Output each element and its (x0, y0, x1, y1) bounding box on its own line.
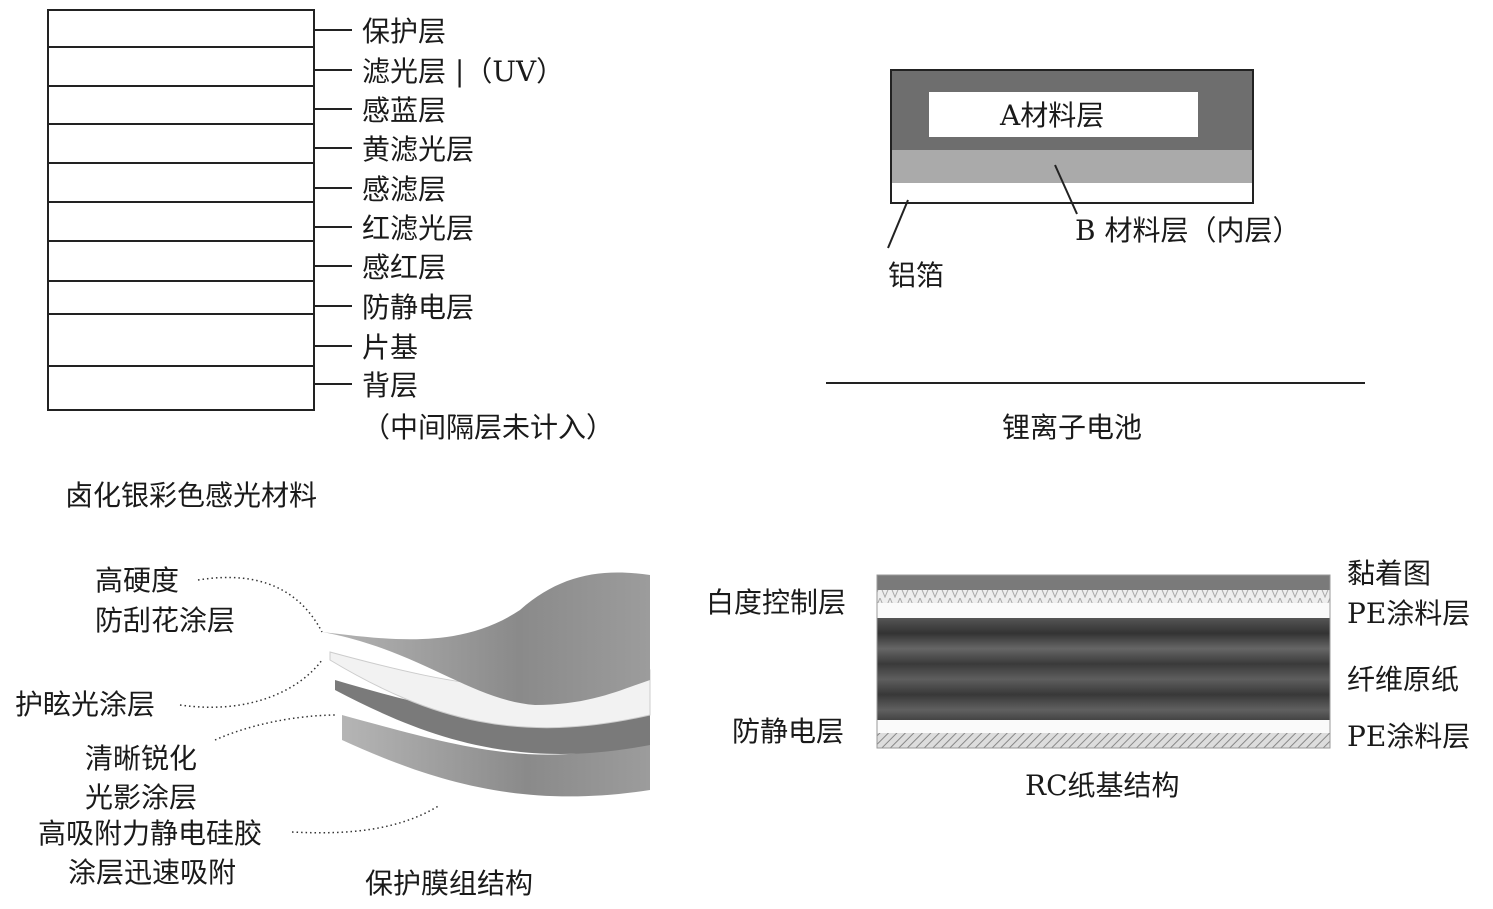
layer-label: 片基 (362, 331, 418, 364)
pe-layer-bottom (877, 720, 1330, 733)
layer-note: （中间隔层未计入） (362, 411, 614, 444)
leader-line (887, 199, 909, 249)
layer-label: 红滤光层 (362, 212, 474, 245)
battery-caption: 锂离子电池 (1002, 411, 1142, 444)
rc-left-label: 白度控制层 (706, 586, 846, 619)
layer-b-band (891, 150, 1253, 183)
protective-film-diagram: 高硬度 防刮花涂层 护眩光涂层 清晰锐化 光影涂层 高吸附力静电硅胶 涂层迅速吸… (15, 564, 651, 900)
rc-paper-caption: RC纸基结构 (1025, 769, 1180, 802)
film-layer-4 (342, 715, 650, 797)
film-label: 清晰锐化 (85, 742, 197, 775)
whiteness-layer (877, 590, 1330, 603)
rc-right-label: PE涂料层 (1347, 720, 1470, 753)
protective-film-caption: 保护膜组结构 (365, 867, 533, 900)
foil-label: 铝箔 (888, 259, 944, 292)
adhesive-layer (877, 575, 1330, 590)
leader-lines (314, 29, 352, 385)
dotted-leaders (179, 576, 441, 834)
layer-label: 黄滤光层 (362, 133, 474, 166)
layer-dividers (48, 46, 314, 367)
foil-band (891, 183, 1253, 203)
layer-label: 防静电层 (362, 291, 474, 324)
layer-label: 感蓝层 (362, 94, 446, 127)
silver-halide-diagram: 保护层 滤光层 |（UV） 感蓝层 黄滤光层 感滤层 红滤光层 感红层 防静电层… (47, 9, 614, 512)
layer-label: 感滤层 (362, 173, 446, 206)
film-label: 防刮花涂层 (95, 604, 235, 637)
pe-layer-top (877, 603, 1330, 618)
rc-paper-diagram: 白度控制层 防静电层 黏着图 PE涂料层 纤维原纸 PE涂料层 RC纸基结构 (706, 557, 1470, 802)
film-label: 护眩光涂层 (15, 688, 155, 721)
layer-label: 感红层 (362, 251, 446, 284)
film-label: 光影涂层 (85, 781, 197, 814)
rc-outline (876, 574, 1331, 749)
film-layer-1 (322, 572, 650, 705)
film-label: 高吸附力静电硅胶 (38, 817, 262, 850)
layer-b-label: B 材料层（内层） (1075, 214, 1300, 247)
layer-label: 保护层 (362, 15, 446, 48)
layer-a-label: A材料层 (999, 99, 1104, 132)
rc-right-label: 黏着图 (1347, 557, 1431, 590)
rc-left-label: 防静电层 (732, 715, 844, 748)
layer-label: 滤光层 |（UV） (362, 55, 564, 88)
layer-a-box (929, 92, 1198, 137)
battery-diagram: A材料层 B 材料层（内层） 铝箔 锂离子电池 (826, 69, 1365, 444)
leader-line (1054, 164, 1078, 215)
layer-stack-box (47, 9, 315, 411)
rc-right-label: PE涂料层 (1347, 597, 1470, 630)
film-label: 涂层迅速吸附 (68, 856, 236, 889)
antistatic-layer (877, 733, 1330, 748)
layer-label: 背层 (362, 369, 418, 402)
film-label: 高硬度 (95, 564, 179, 597)
rc-right-label: 纤维原纸 (1347, 663, 1459, 696)
fiber-paper-layer (877, 618, 1330, 720)
silver-halide-caption: 卤化银彩色感光材料 (65, 479, 317, 512)
